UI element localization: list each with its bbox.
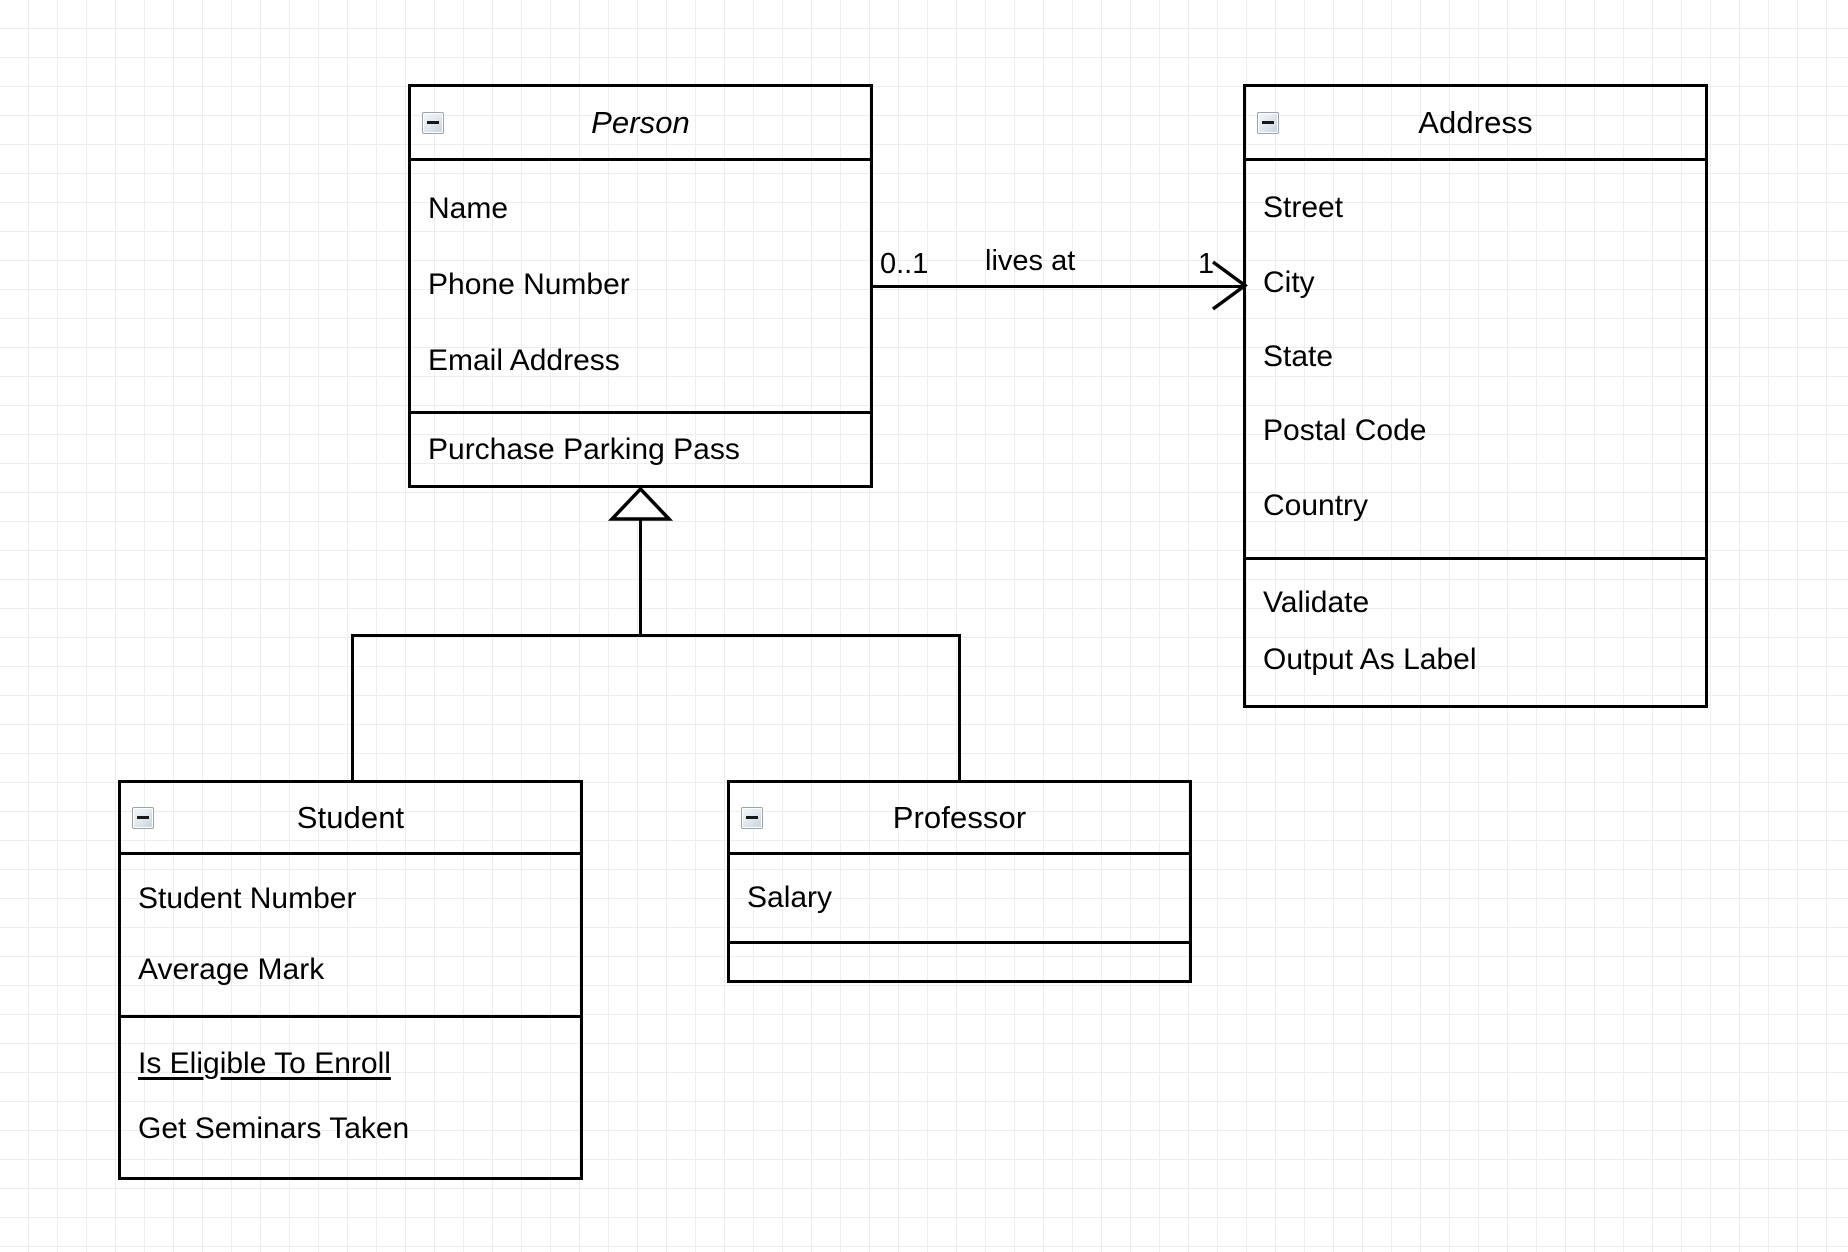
- operation-item: Output As Label: [1263, 643, 1477, 677]
- attribute-item: City: [1263, 265, 1315, 299]
- attributes-compartment-student[interactable]: Student Number Average Mark: [121, 855, 580, 1015]
- generalization-crossbar[interactable]: [351, 634, 961, 637]
- association-line-lives-at[interactable]: [873, 285, 1243, 288]
- attribute-item: Country: [1263, 488, 1369, 522]
- attribute-item: State: [1263, 339, 1334, 373]
- class-name-person: Person: [591, 105, 690, 140]
- generalization-branch-student[interactable]: [351, 634, 354, 782]
- class-name-professor: Professor: [892, 800, 1027, 835]
- attribute-item: Email Address: [428, 344, 620, 377]
- attribute-item: Student Number: [138, 881, 357, 915]
- class-header-person[interactable]: Person: [411, 87, 870, 161]
- class-name-address: Address: [1418, 105, 1533, 140]
- minus-icon[interactable]: [132, 806, 154, 829]
- class-header-professor[interactable]: Professor: [730, 783, 1189, 855]
- attributes-compartment-address[interactable]: Street City State Postal Code Country: [1246, 161, 1705, 557]
- association-name-label: lives at: [985, 245, 1076, 277]
- class-box-person[interactable]: Person Name Phone Number Email Address P…: [408, 84, 873, 488]
- attributes-compartment-person[interactable]: Name Phone Number Email Address: [411, 161, 870, 411]
- generalization-branch-professor[interactable]: [958, 634, 961, 782]
- attributes-compartment-professor[interactable]: Salary: [730, 855, 1189, 941]
- multiplicity-target-label: 1: [1198, 248, 1215, 280]
- operations-compartment-professor[interactable]: [730, 941, 1189, 980]
- operation-item: Get Seminars Taken: [138, 1111, 410, 1145]
- attribute-item: Phone Number: [428, 268, 630, 301]
- multiplicity-source-label: 0..1: [880, 248, 929, 280]
- minus-icon[interactable]: [422, 111, 444, 134]
- class-box-address[interactable]: Address Street City State Postal Code Co…: [1243, 84, 1708, 708]
- minus-icon[interactable]: [1257, 111, 1279, 134]
- attribute-item: Postal Code: [1263, 414, 1427, 448]
- attribute-item: Name: [428, 192, 509, 225]
- operation-item: Is Eligible To Enroll: [138, 1047, 391, 1081]
- attribute-item: Average Mark: [138, 952, 325, 986]
- class-box-student[interactable]: Student Student Number Average Mark Is E…: [118, 780, 583, 1180]
- operations-compartment-address[interactable]: Validate Output As Label: [1246, 557, 1705, 705]
- operation-item: Validate: [1263, 585, 1370, 619]
- class-header-address[interactable]: Address: [1246, 87, 1705, 161]
- operations-compartment-student[interactable]: Is Eligible To Enroll Get Seminars Taken: [121, 1015, 580, 1177]
- minus-icon[interactable]: [741, 806, 763, 829]
- attribute-item: Street: [1263, 191, 1344, 225]
- class-name-student: Student: [296, 800, 405, 835]
- operation-item: Purchase Parking Pass: [428, 432, 740, 466]
- attribute-item: Salary: [747, 881, 833, 914]
- class-box-professor[interactable]: Professor Salary: [727, 780, 1192, 983]
- generalization-stem-person[interactable]: [639, 515, 642, 637]
- operations-compartment-person[interactable]: Purchase Parking Pass: [411, 411, 870, 485]
- class-header-student[interactable]: Student: [121, 783, 580, 855]
